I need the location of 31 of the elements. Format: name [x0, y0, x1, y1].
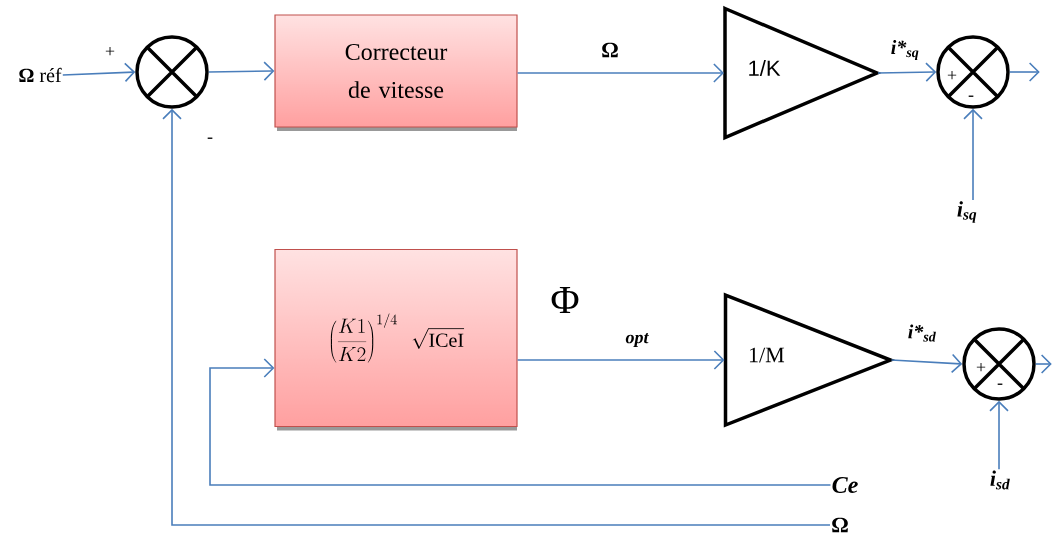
arrow	[1008, 62, 1040, 82]
sign-label: -	[997, 383, 1003, 385]
block-box: Correcteur de vitesse	[274, 14, 518, 131]
signal-label: i$_{sd}$	[990, 470, 1010, 490]
edge-label: opt	[624, 332, 650, 348]
sign-label: +	[105, 46, 115, 56]
sign-label: +	[947, 70, 957, 80]
signal-label: Ce	[832, 476, 858, 494]
sign-label: +	[976, 362, 986, 372]
block-box: $\left(\frac{K1}{K2}\right)^{1/4}\;\sqrt{\mathrm{ICeI}}$	[274, 248, 518, 431]
arrow	[963, 108, 983, 201]
edge-label: i*$_{sd}$	[906, 323, 938, 343]
summing-junction	[135, 35, 209, 109]
arrow	[516, 350, 725, 370]
arrow	[989, 400, 1009, 471]
arrow	[209, 358, 832, 486]
arrow	[207, 61, 275, 81]
sign-label: -	[207, 137, 213, 139]
edge-label: i*$_{sq}$	[889, 39, 921, 61]
arrow	[62, 62, 136, 83]
sign-label: -	[968, 95, 974, 97]
signal-label: Ω	[832, 517, 848, 533]
arrow	[877, 62, 937, 82]
arrow	[516, 63, 724, 83]
summing-junction	[936, 35, 1010, 109]
arrow	[890, 353, 963, 374]
signal-label: i$_{sq}$	[957, 201, 977, 223]
summing-junction	[962, 327, 1036, 401]
arrow	[162, 108, 831, 526]
signal-label: Ω réf	[19, 67, 62, 83]
edge-label: Ω	[600, 41, 620, 59]
